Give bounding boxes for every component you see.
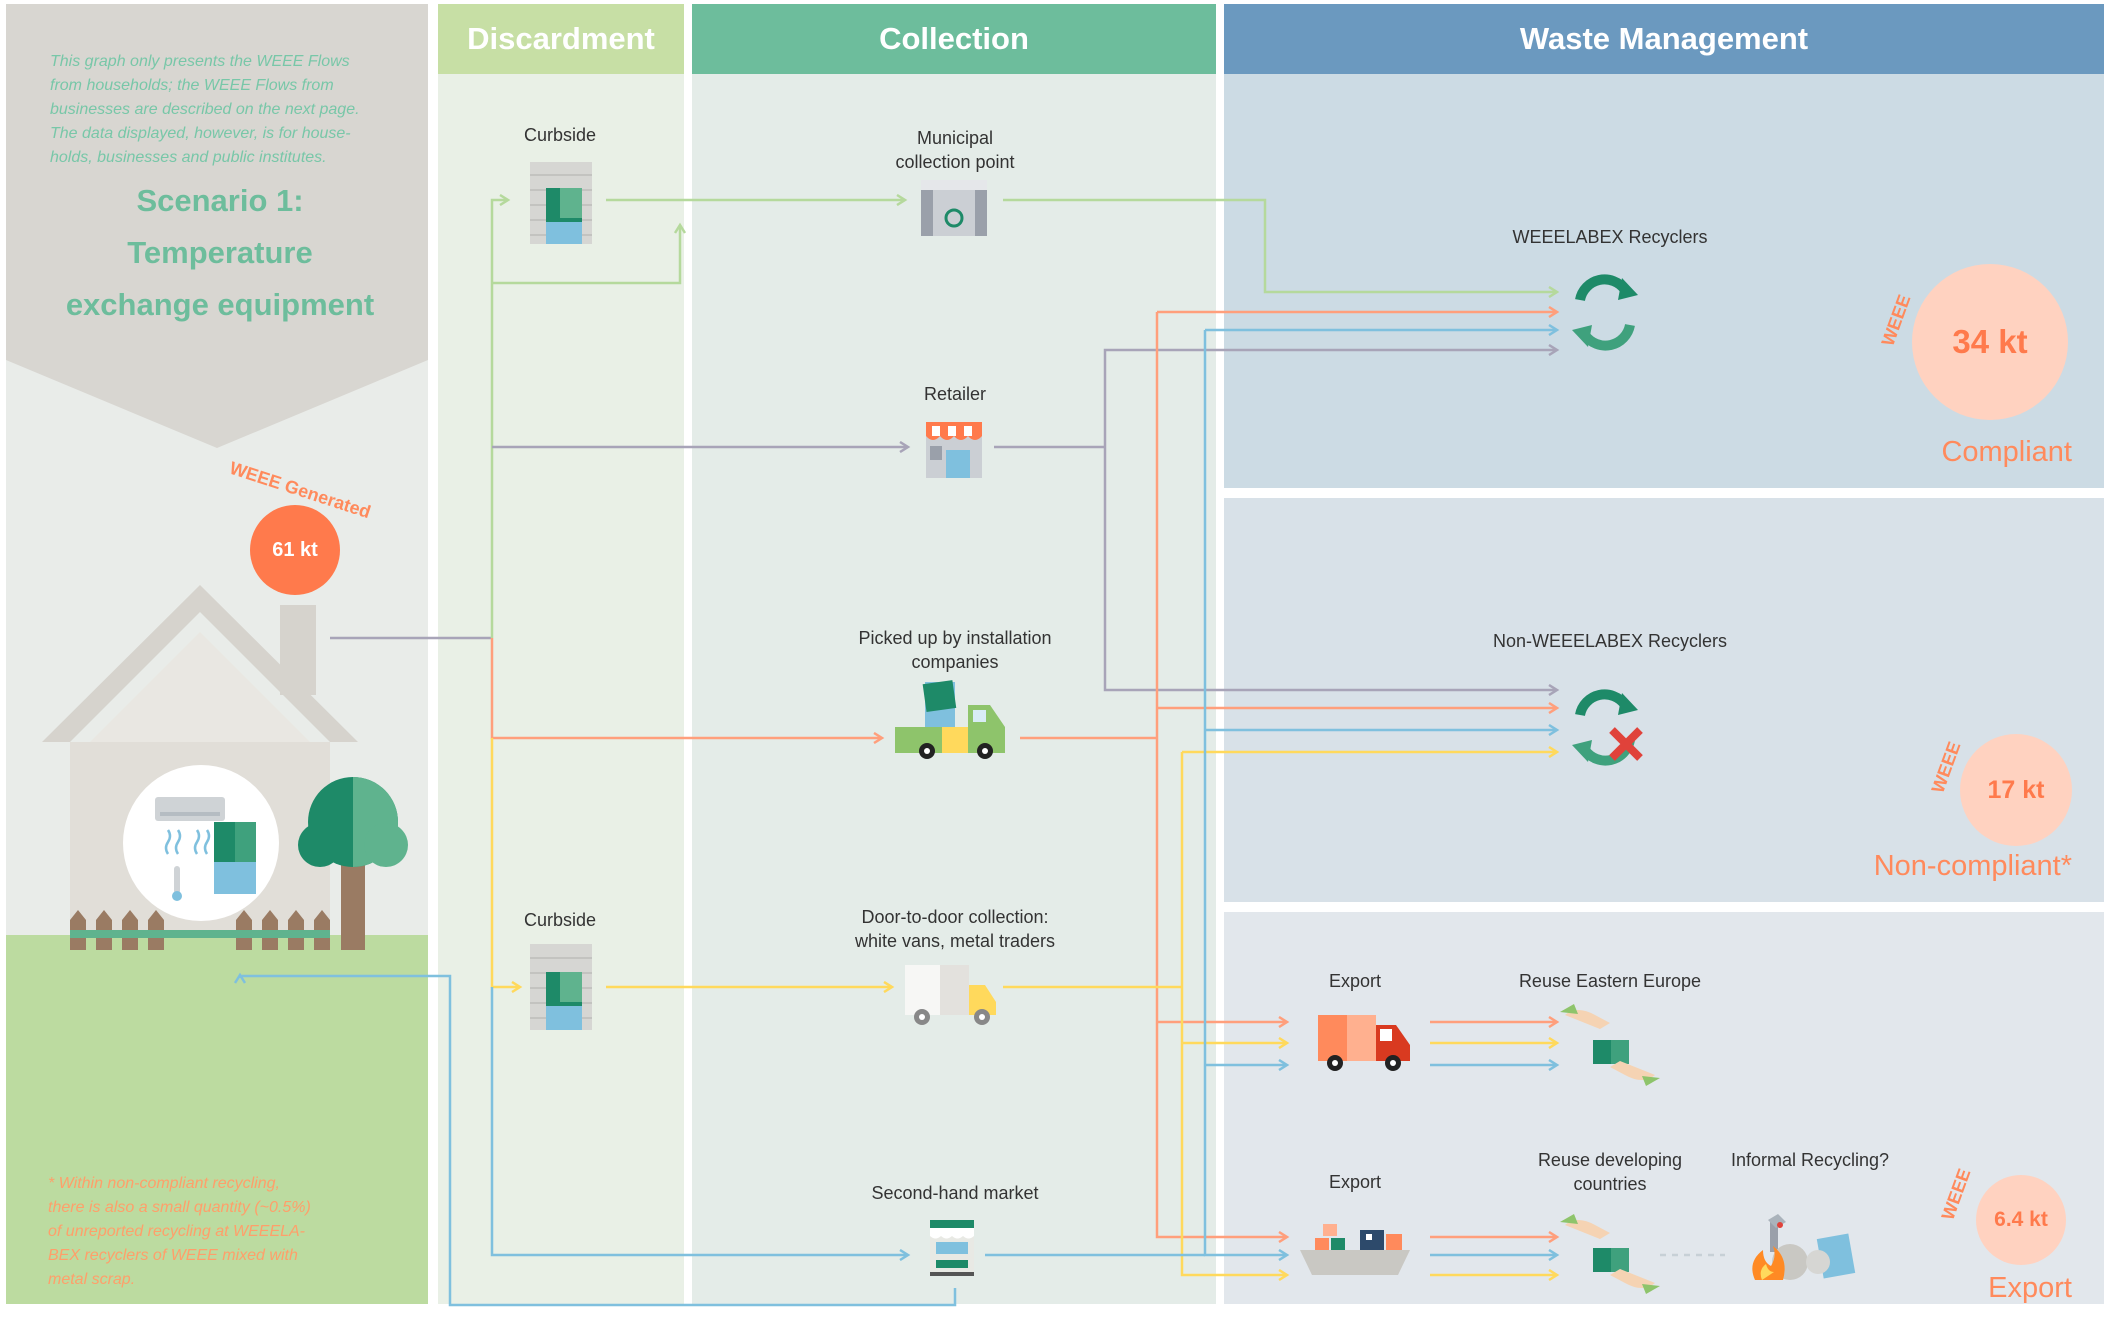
door-to-door-label: Door-to-door collection: white vans, met… [810,905,1100,953]
municipal-label-line1: Municipal [916,128,994,148]
footnote-line3: of unreported recycling at WEEELA- [48,1223,306,1240]
export-truck-icon [1318,1015,1410,1071]
scenario-title-line2: Temperature [127,235,313,270]
scenario-title: Scenario 1: Temperature exchange equipme… [20,175,420,331]
intro-note-line4: The data displayed, however, is for hous… [50,125,351,142]
installation-label-line1: Picked up by installation [858,628,1052,648]
collection-header-label: Collection [879,21,1029,56]
white-van-icon [905,965,996,1025]
export-value: 6.4 kt [1994,1208,2048,1231]
reuse-developing-label-line2: countries [1573,1174,1647,1194]
collection-header: Collection [692,4,1216,74]
hands-exchange-icon [1560,1004,1660,1086]
installation-label: Picked up by installation companies [810,626,1100,674]
intro-note-line2: from households; the WEEE Flows from [50,77,334,94]
cargo-ship-icon [1300,1224,1410,1275]
door-to-door-label-line1: Door-to-door collection: [861,907,1049,927]
intro-note-line3: businesses are described on the next pag… [50,101,360,118]
compliant-label: Compliant [1941,436,2072,468]
municipal-label: Municipal collection point [830,126,1080,174]
noncompliant-label: Non-compliant* [1873,850,2072,882]
hands-exchange-icon-2 [1560,1214,1660,1294]
burning-scrap-icon [1752,1214,1856,1280]
house-icon [42,585,358,950]
noncompliant-zone-bg [1224,498,2104,902]
waste-management-header-label: Waste Management [1519,21,1809,56]
shop-icon [926,422,982,478]
tree-icon [298,777,408,950]
reuse-developing-label: Reuse developing countries [1500,1148,1720,1196]
retailer-label: Retailer [923,384,987,404]
market-stall-icon [930,1220,974,1276]
generated-value: 61 kt [272,538,318,561]
export-outcome-label: Export [1988,1272,2072,1304]
recycling-bin-icon-bottom [530,944,592,1030]
intro-note-line5: holds, businesses and public institutes. [50,149,327,166]
intro-note-line1: This graph only presents the WEEE Flows [50,53,350,70]
lawn [6,935,428,1304]
scenario-title-line1: Scenario 1: [136,183,304,218]
footnote-line5: metal scrap. [48,1271,136,1288]
reuse-developing-label-line1: Reuse developing [1537,1150,1683,1170]
waste-management-header: Waste Management [1224,4,2104,74]
noncompliant-value: 17 kt [1987,775,2045,804]
generated-circle: 61 kt [250,505,340,595]
footnote-line4: BEX recyclers of WEEE mixed with [48,1247,298,1264]
recycle-arrows-icon [1572,274,1638,351]
flow-lines [240,200,1725,1307]
informal-recycling-label: Informal Recycling? [1730,1150,1890,1170]
curbside-bottom-label: Curbside [523,910,597,930]
export-circle: 6.4 kt [1976,1175,2066,1265]
door-to-door-label-line2: white vans, metal traders [854,931,1056,951]
curbside-top-label: Curbside [523,125,597,145]
footnote: * Within non-compliant recycling, there … [48,1172,388,1292]
recycling-bin-icon [530,162,592,244]
discardment-header-label: Discardment [467,21,655,56]
reuse-eastern-label: Reuse Eastern Europe [1518,971,1702,991]
municipal-label-line2: collection point [895,152,1015,172]
weeelabex-label: WEEELABEX Recyclers [1512,227,1708,247]
export-label-1: Export [1328,971,1382,991]
installation-label-line2: companies [911,652,999,672]
compliant-circle: 34 kt [1912,264,2068,420]
intro-note: This graph only presents the WEEE Flows … [50,50,400,170]
scenario-title-line3: exchange equipment [65,287,375,322]
discardment-header: Discardment [438,4,684,74]
footnote-line2: there is also a small quantity (~0.5%) [48,1199,311,1216]
export-label-2: Export [1328,1172,1382,1192]
recycle-cross-icon [1572,689,1643,766]
container-park-icon [921,180,987,236]
intro-pentagon [6,4,428,448]
non-weeelabex-label: Non-WEEELABEX Recyclers [1492,631,1728,651]
footnote-line1: * Within non-compliant recycling, [48,1175,280,1192]
noncompliant-circle: 17 kt [1960,734,2072,846]
pickup-truck-icon [895,680,1005,759]
compliant-value: 34 kt [1952,323,2028,360]
second-hand-label: Second-hand market [871,1183,1039,1203]
